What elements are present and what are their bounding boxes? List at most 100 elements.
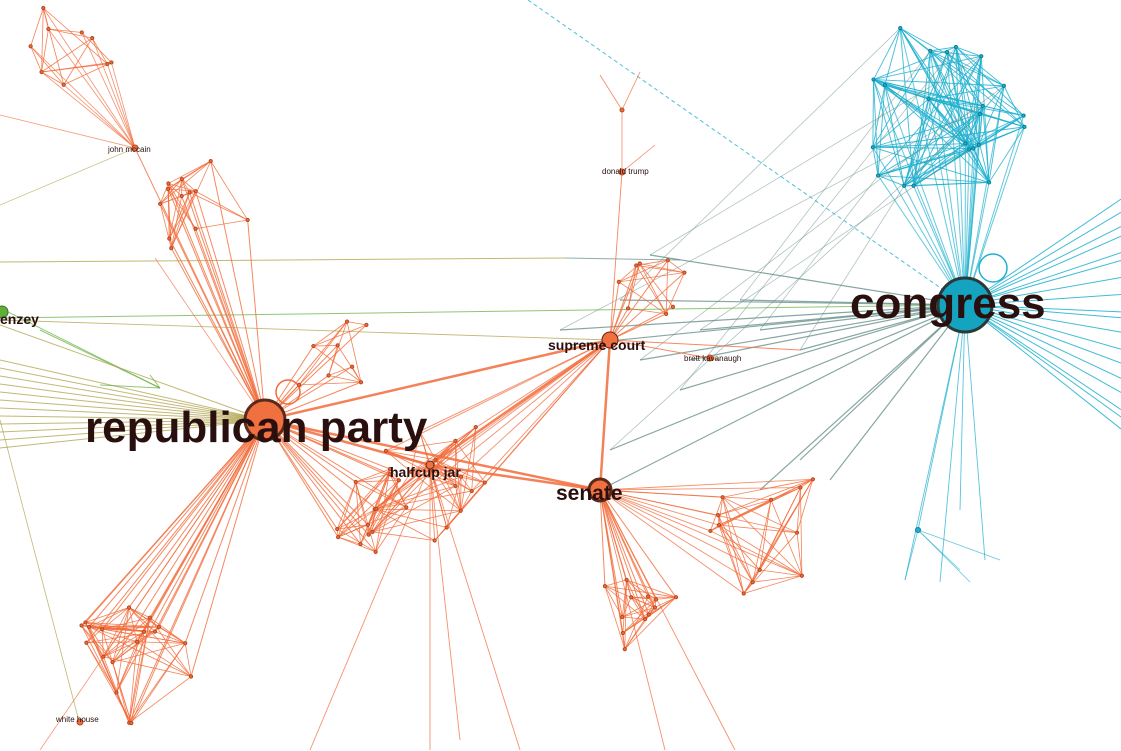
- graph-node[interactable]: [408, 469, 414, 474]
- graph-node[interactable]: [110, 660, 115, 665]
- graph-node[interactable]: [716, 513, 721, 518]
- graph-node[interactable]: [358, 541, 363, 547]
- node-congress[interactable]: [936, 276, 994, 334]
- graph-node[interactable]: [147, 615, 152, 620]
- graph-node[interactable]: [326, 373, 331, 378]
- graph-node[interactable]: [39, 69, 44, 75]
- graph-node[interactable]: [109, 60, 114, 65]
- graph-node[interactable]: [179, 176, 184, 182]
- graph-node[interactable]: [208, 159, 213, 164]
- graph-node[interactable]: [794, 530, 800, 535]
- graph-node[interactable]: [84, 640, 89, 645]
- graph-node[interactable]: [87, 624, 92, 630]
- graph-node[interactable]: [396, 478, 401, 483]
- graph-node[interactable]: [664, 311, 669, 316]
- graph-node[interactable]: [458, 474, 464, 479]
- node-halfcup-jar[interactable]: [425, 460, 435, 470]
- graph-node[interactable]: [296, 382, 302, 387]
- graph-node[interactable]: [986, 180, 992, 185]
- graph-node[interactable]: [619, 107, 625, 113]
- graph-node[interactable]: [453, 483, 458, 489]
- graph-node[interactable]: [971, 146, 976, 151]
- graph-node[interactable]: [335, 343, 340, 348]
- graph-node[interactable]: [373, 549, 378, 555]
- graph-node[interactable]: [928, 48, 933, 53]
- graph-node[interactable]: [870, 145, 875, 150]
- graph-node[interactable]: [469, 488, 474, 494]
- graph-node[interactable]: [193, 226, 198, 231]
- graph-node[interactable]: [652, 605, 658, 610]
- graph-node[interactable]: [114, 690, 119, 695]
- graph-node[interactable]: [473, 425, 478, 430]
- graph-node[interactable]: [370, 529, 375, 534]
- graph-node[interactable]: [646, 612, 651, 617]
- graph-node[interactable]: [810, 477, 816, 482]
- graph-node[interactable]: [882, 82, 887, 88]
- graph-node[interactable]: [188, 674, 194, 679]
- graph-node[interactable]: [926, 96, 931, 102]
- graph-node[interactable]: [757, 567, 762, 573]
- graph-node[interactable]: [482, 480, 487, 485]
- node-john-mccain[interactable]: [131, 144, 139, 152]
- graph-node[interactable]: [602, 584, 608, 589]
- graph-node[interactable]: [799, 573, 805, 578]
- graph-node[interactable]: [629, 595, 634, 600]
- graph-node[interactable]: [616, 279, 621, 285]
- graph-node[interactable]: [383, 448, 389, 453]
- graph-node[interactable]: [634, 263, 639, 268]
- node-brett-kavanaugh[interactable]: [706, 354, 714, 362]
- graph-node[interactable]: [366, 532, 371, 537]
- node-white-house[interactable]: [76, 718, 84, 726]
- graph-node[interactable]: [83, 620, 88, 625]
- graph-node[interactable]: [336, 535, 341, 540]
- graph-node[interactable]: [432, 538, 437, 543]
- graph-node[interactable]: [902, 183, 907, 188]
- node-republican-party[interactable]: [243, 398, 287, 442]
- graph-node[interactable]: [311, 343, 316, 349]
- graph-node[interactable]: [134, 639, 140, 644]
- graph-node[interactable]: [358, 380, 364, 385]
- graph-node[interactable]: [750, 580, 755, 585]
- graph-node[interactable]: [979, 54, 984, 59]
- graph-node[interactable]: [0, 305, 9, 319]
- graph-node[interactable]: [100, 626, 105, 632]
- graph-node[interactable]: [798, 485, 803, 490]
- graph-node[interactable]: [915, 527, 921, 533]
- graph-node[interactable]: [898, 25, 903, 31]
- graph-node[interactable]: [444, 525, 449, 530]
- graph-node[interactable]: [79, 623, 84, 628]
- graph-node[interactable]: [768, 497, 774, 502]
- graph-node[interactable]: [673, 595, 679, 600]
- graph-node[interactable]: [720, 495, 725, 500]
- graph-node[interactable]: [183, 641, 188, 646]
- graph-node[interactable]: [645, 594, 651, 599]
- graph-node[interactable]: [61, 82, 66, 87]
- graph-node[interactable]: [193, 189, 198, 194]
- graph-node[interactable]: [187, 190, 192, 195]
- graph-node[interactable]: [344, 319, 350, 324]
- graph-node[interactable]: [335, 526, 340, 532]
- graph-node[interactable]: [28, 44, 33, 49]
- node-supreme-court[interactable]: [601, 331, 619, 349]
- graph-node[interactable]: [169, 246, 174, 251]
- graph-node[interactable]: [79, 30, 84, 35]
- node-senate[interactable]: [587, 477, 613, 503]
- graph-node[interactable]: [433, 457, 438, 462]
- graph-node[interactable]: [353, 479, 358, 485]
- graph-node[interactable]: [625, 306, 631, 311]
- graph-node[interactable]: [963, 141, 968, 146]
- graph-node[interactable]: [708, 528, 713, 534]
- graph-node[interactable]: [126, 605, 132, 610]
- graph-node[interactable]: [871, 77, 876, 82]
- graph-node[interactable]: [875, 173, 881, 178]
- graph-node[interactable]: [374, 506, 379, 512]
- graph-node[interactable]: [453, 438, 458, 443]
- graph-node[interactable]: [682, 270, 687, 275]
- graph-node[interactable]: [165, 186, 171, 192]
- graph-node[interactable]: [365, 522, 371, 527]
- graph-node[interactable]: [976, 142, 981, 147]
- graph-node[interactable]: [1001, 83, 1007, 88]
- graph-node[interactable]: [350, 364, 355, 369]
- graph-node[interactable]: [387, 471, 392, 477]
